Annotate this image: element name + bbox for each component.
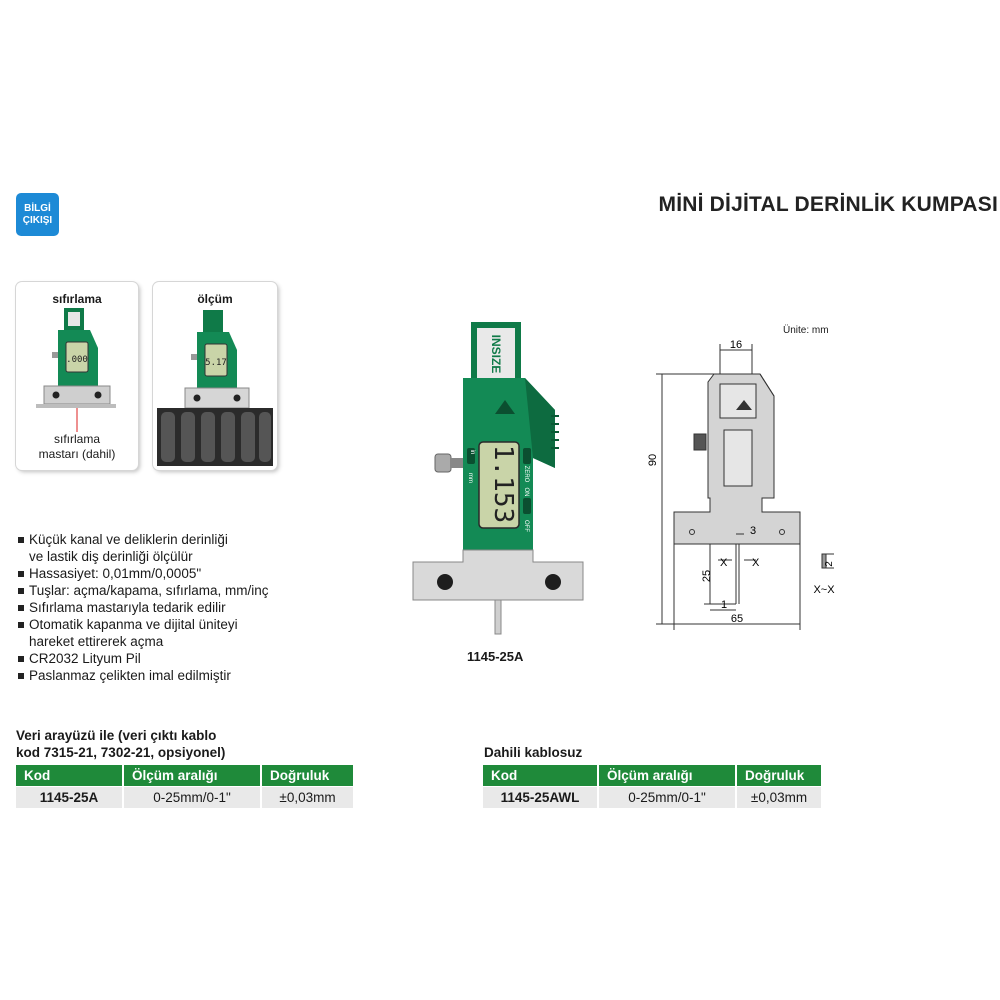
technical-drawing: 16 90 3 25 1 65 X X 2 X~X [647, 339, 835, 630]
feature-item: Hassasiyet: 0,01mm/0,0005" [18, 565, 338, 582]
table-row: 1145-25AWL 0-25mm/0-1" ±0,03mm [483, 786, 823, 808]
off-button-label: OFF [523, 520, 529, 532]
spec-table-wired: Kod Ölçüm aralığı Doğruluk 1145-25A 0-25… [16, 765, 355, 808]
feature-item: CR2032 Lityum Pil [18, 650, 338, 667]
zeroing-caption-line1: sıfırlama [53, 432, 100, 446]
col-code: Kod [483, 765, 599, 787]
in-label: in [469, 450, 475, 455]
svg-text:.000: .000 [66, 355, 88, 365]
dim-1: 1 [721, 599, 727, 611]
zeroing-caption-line2: mastarı (dahil) [38, 447, 116, 461]
zeroing-photo: .000 [36, 308, 116, 432]
table-header-row: Kod Ölçüm aralığı Doğruluk [16, 765, 355, 787]
cell-accuracy: ±0,03mm [261, 786, 355, 808]
dim-25: 25 [701, 570, 713, 582]
lcd-reading: 1.153 [488, 445, 518, 523]
table1-heading: Veri arayüzü ile (veri çıktı kablo kod 7… [16, 727, 225, 761]
table2-heading: Dahili kablosuz [484, 745, 583, 760]
col-range: Ölçüm aralığı [123, 765, 262, 787]
photo-card-zeroing: sıfırlama .000 sıfırlama mastarı (dahil) [16, 282, 138, 470]
col-code: Kod [16, 765, 124, 787]
section-label: X~X [813, 584, 835, 596]
table1-heading-line1: Veri arayüzü ile (veri çıktı kablo [16, 728, 217, 743]
feature-item: Sıfırlama mastarıyla tedarik edilir [18, 599, 338, 616]
measuring-photo: 5.17 [157, 310, 273, 466]
col-accuracy: Doğruluk [261, 765, 355, 787]
spec-table-wireless: Kod Ölçüm aralığı Doğruluk 1145-25AWL 0-… [483, 765, 823, 808]
feature-item: Küçük kanal ve deliklerin derinliği [18, 531, 338, 548]
photo-label-zeroing: sıfırlama [52, 292, 102, 306]
cell-range: 0-25mm/0-1" [598, 786, 737, 808]
table-header-row: Kod Ölçüm aralığı Doğruluk [483, 765, 823, 787]
dim-2: 2 [824, 561, 835, 567]
dim-3: 3 [750, 525, 756, 537]
cell-code: 1145-25A [16, 786, 124, 808]
in-mm-button-label: mm [467, 473, 473, 483]
feature-item-cont: hareket ettirerek açma [29, 634, 164, 649]
unit-label: Ünite: mm [783, 325, 829, 336]
svg-text:INSIZE: INSIZE [489, 335, 503, 374]
feature-item: Otomatik kapanma ve dijital üniteyi [18, 616, 338, 633]
dim-16: 16 [730, 339, 742, 351]
feature-item-cont: ve lastik diş derinliği ölçülür [29, 549, 193, 564]
table1-heading-line2: kod 7315-21, 7302-21, opsiyonel) [16, 745, 226, 760]
zero-button-label: ZERO [523, 466, 529, 483]
photo-label-measuring: ölçüm [197, 292, 233, 306]
feature-list: Küçük kanal ve deliklerin derinliği ve l… [18, 531, 338, 684]
section-x-left: X [720, 557, 728, 569]
col-accuracy: Doğruluk [736, 765, 823, 787]
badge-line1: BİLGİ [24, 202, 51, 214]
data-output-badge: BİLGİ ÇIKIŞI [16, 193, 59, 236]
depth-gauge-product-image: INSIZE 1.153 mm in ZERO OFF ON [412, 322, 584, 635]
svg-text:5.17: 5.17 [205, 358, 227, 368]
photo-card-measuring: ölçüm 5.17 [153, 282, 277, 470]
feature-item: Paslanmaz çelikten imal edilmiştir [18, 667, 338, 684]
on-button-label: ON [523, 488, 529, 497]
cell-code: 1145-25AWL [483, 786, 599, 808]
cell-range: 0-25mm/0-1" [123, 786, 262, 808]
dim-90: 90 [647, 454, 659, 466]
section-x-right: X [752, 557, 760, 569]
feature-item: Tuşlar: açma/kapama, sıfırlama, mm/inç [18, 582, 338, 599]
badge-line2: ÇIKIŞI [22, 214, 53, 226]
col-range: Ölçüm aralığı [598, 765, 737, 787]
page-title: MİNİ DİJİTAL DERİNLİK KUMPASI [658, 193, 998, 216]
zeroing-caption: sıfırlama mastarı (dahil) [16, 432, 138, 462]
dim-65: 65 [731, 613, 743, 625]
cell-accuracy: ±0,03mm [736, 786, 823, 808]
product-model-caption: 1145-25A [467, 649, 524, 664]
table-row: 1145-25A 0-25mm/0-1" ±0,03mm [16, 786, 355, 808]
